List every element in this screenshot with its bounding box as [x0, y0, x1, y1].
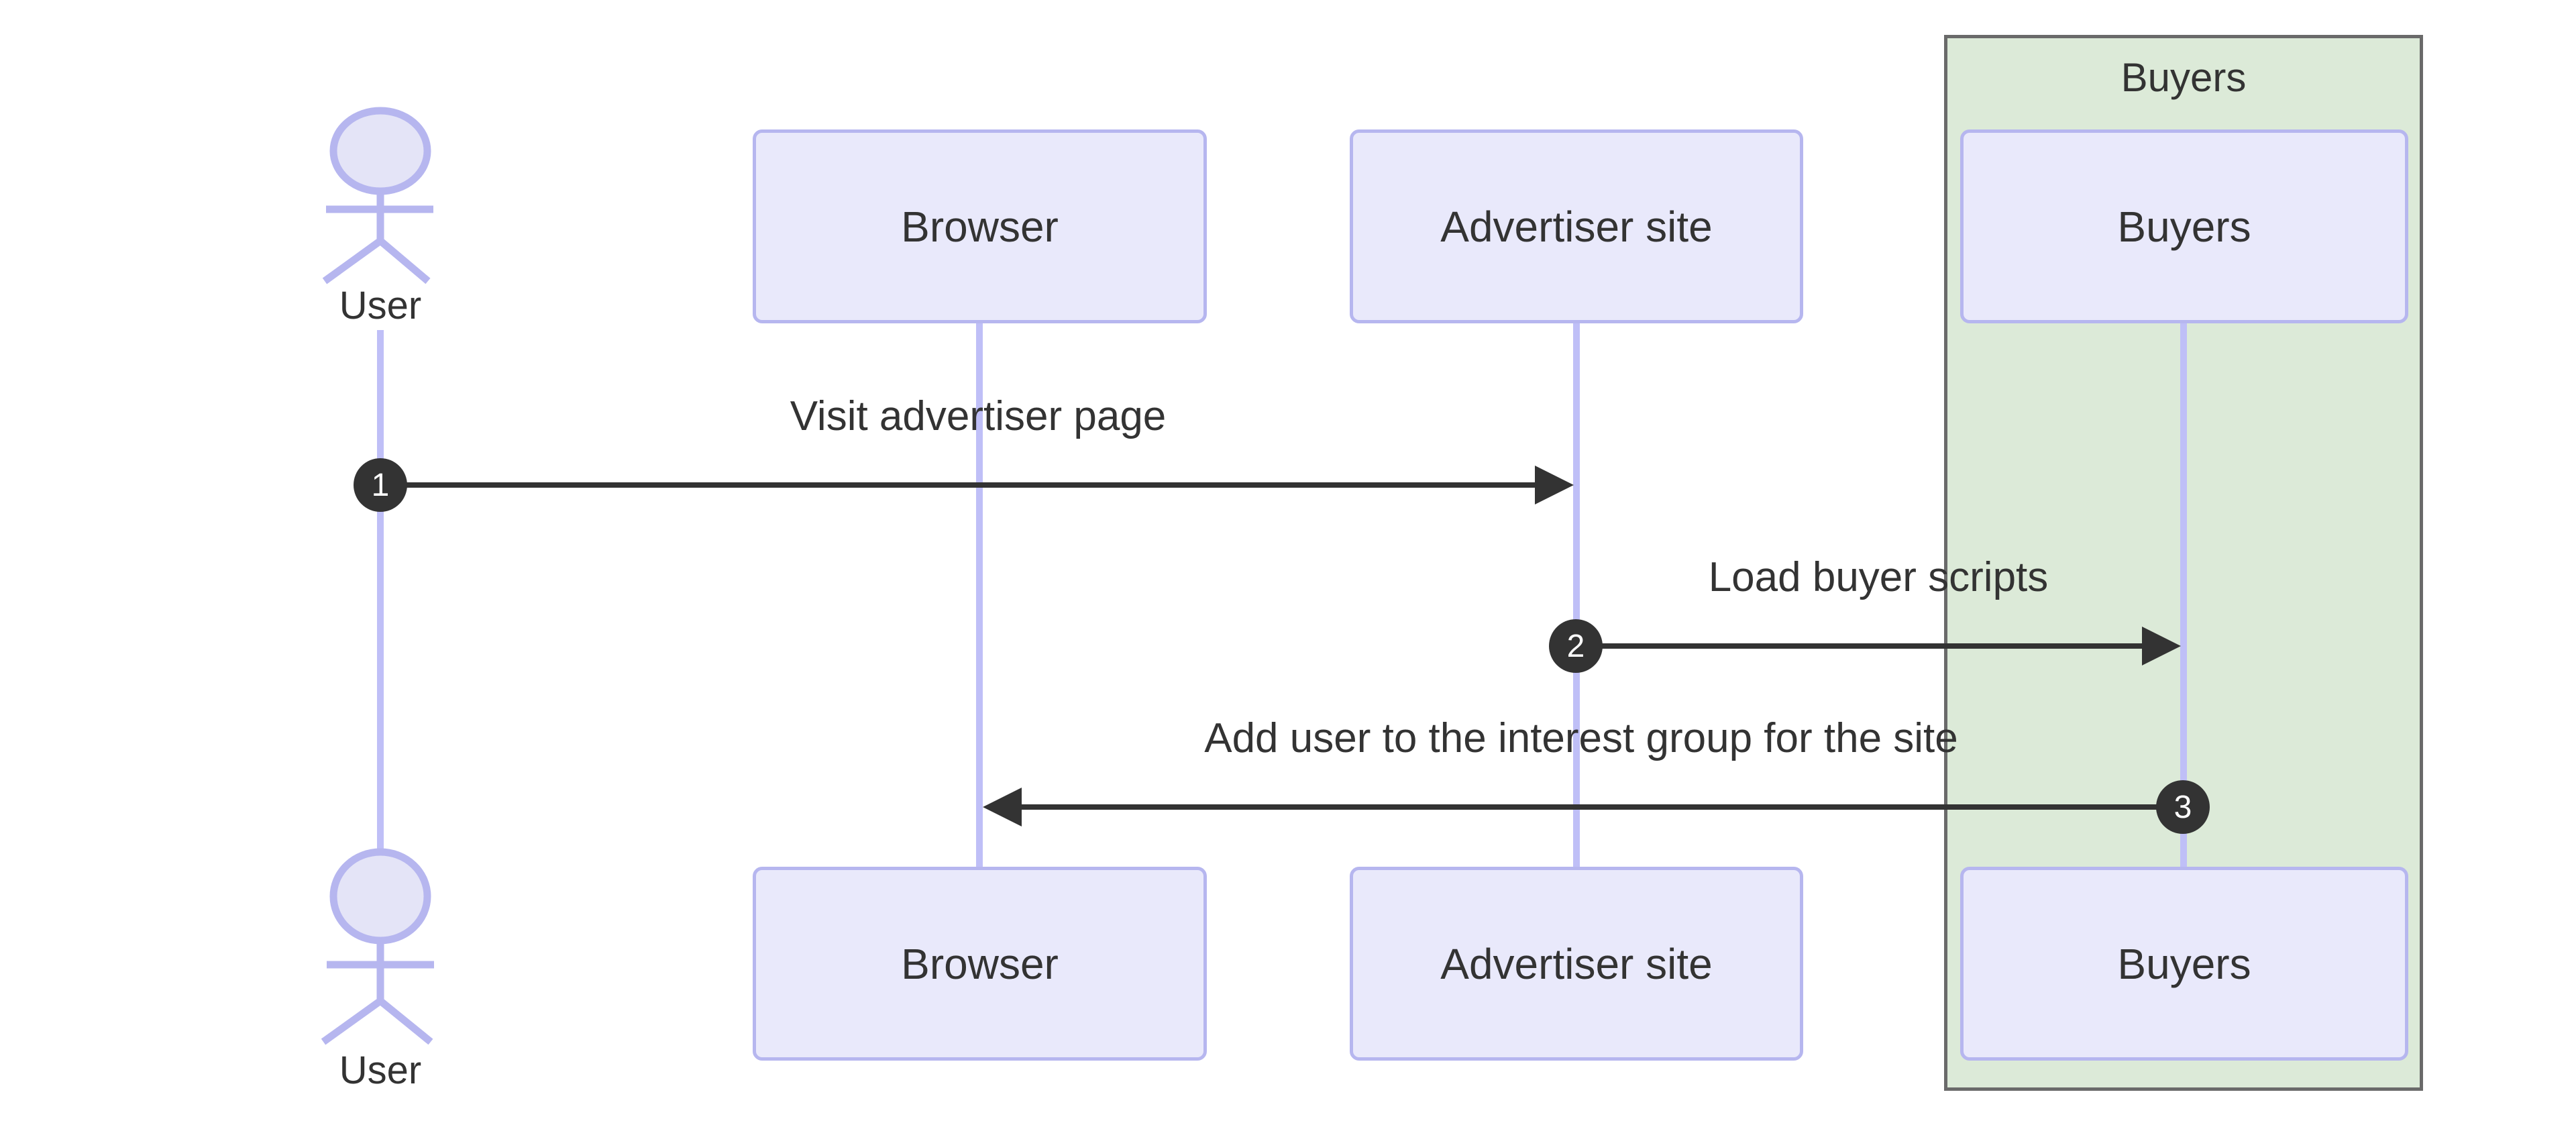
participant-label: Advertiser site	[1440, 939, 1713, 988]
sequence-number-badge-1: 1	[354, 458, 407, 512]
actor-head	[329, 848, 431, 945]
message-arrow-1	[380, 466, 1574, 504]
actor-label-user-bottom: User	[339, 1049, 422, 1092]
participant-browser-top: Browser	[753, 129, 1207, 323]
actor-leg-right	[378, 998, 433, 1045]
participant-buyers-bottom: Buyers	[1960, 867, 2408, 1061]
actor-head	[329, 107, 431, 195]
message-label-3: Add user to the interest group for the s…	[1204, 715, 1958, 761]
sequence-number-badge-2: 2	[1549, 619, 1603, 673]
message-arrow-3	[983, 788, 2184, 826]
actor-label-user-top: User	[339, 284, 422, 327]
message-arrow-2	[1576, 627, 2181, 665]
arrowhead-right-icon	[1535, 466, 1574, 504]
participant-advertiser-site-bottom: Advertiser site	[1350, 867, 1803, 1061]
participant-advertiser-site-top: Advertiser site	[1350, 129, 1803, 323]
participant-label: Buyers	[2117, 202, 2251, 251]
buyers-group-label: Buyers	[2121, 55, 2247, 100]
actor-leg-left	[321, 998, 383, 1045]
participant-label: Browser	[901, 939, 1059, 988]
actor-leg-right	[378, 237, 431, 284]
message-label-1: Visit advertiser page	[790, 393, 1167, 439]
arrowhead-right-icon	[2142, 627, 2181, 665]
actor-leg-left	[322, 237, 383, 284]
participant-browser-bottom: Browser	[753, 867, 1207, 1061]
participant-buyers-top: Buyers	[1960, 129, 2408, 323]
arrowhead-left-icon	[983, 788, 1022, 826]
user-actor-icon	[322, 107, 433, 284]
sequence-number-badge-3: 3	[2156, 780, 2210, 834]
participant-label: Advertiser site	[1440, 202, 1713, 251]
participant-label: Browser	[901, 202, 1059, 251]
user-actor-icon-bottom	[321, 848, 434, 1045]
message-label-2: Load buyer scripts	[1708, 554, 2049, 600]
participant-label: Buyers	[2117, 939, 2251, 988]
